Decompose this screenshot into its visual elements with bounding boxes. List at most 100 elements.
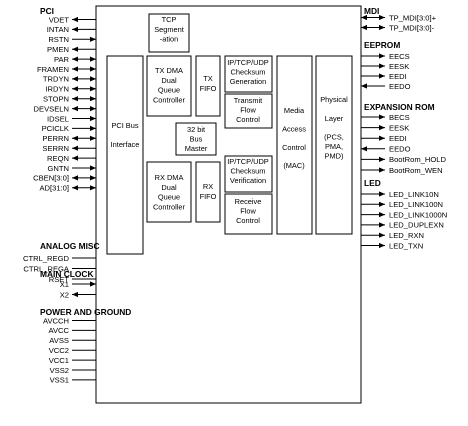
pin-label: CTRL_REGA	[23, 264, 70, 273]
arrow-left-icon	[72, 66, 78, 72]
arrow-right-icon	[379, 167, 385, 173]
tcp-seg-label: TCP	[162, 15, 177, 24]
arrow-left-icon	[72, 46, 78, 52]
arrow-left-icon	[72, 175, 78, 181]
pin-label: PAR	[54, 55, 70, 64]
mac-label: Access	[282, 124, 306, 133]
arrow-right-icon	[379, 73, 385, 79]
arrow-right-icon	[379, 191, 385, 197]
arrow-right-icon	[379, 222, 385, 228]
pin-label: AD[31:0]	[39, 184, 69, 193]
pin-label: VCC1	[49, 356, 69, 365]
pin-label: LED_LINK10N	[389, 190, 439, 199]
pin-label: GNTN	[47, 164, 69, 173]
pin-label: AVCC	[48, 326, 69, 335]
section-title-left: PCI	[40, 6, 54, 16]
arrow-right-icon	[90, 115, 96, 122]
rx-csum-label: Checksum	[231, 167, 266, 176]
tx-dma-label: Controller	[153, 95, 186, 104]
arrow-right-icon	[90, 125, 96, 131]
arrow-left-icon	[72, 16, 78, 23]
arrow-right-icon	[90, 76, 96, 82]
pin-label: DEVSELN	[34, 104, 69, 113]
arrow-right-icon	[90, 36, 96, 42]
tx-csum-label: Checksum	[231, 68, 266, 77]
arrow-right-icon	[90, 135, 96, 141]
bus-master-label: 32 bit	[187, 125, 205, 134]
arrow-left-icon	[72, 26, 78, 32]
pin-label: IRDYN	[45, 85, 69, 94]
arrow-left-icon	[361, 146, 367, 152]
pin-label: EECS	[389, 52, 410, 61]
phy-label: PMA,	[325, 142, 343, 151]
arrow-left-icon	[72, 96, 78, 102]
pin-label: AVCCH	[43, 316, 69, 325]
pin-label: TP_MDI[3:0]+	[389, 13, 437, 22]
mac-label: Media	[284, 106, 305, 115]
mac-block	[276, 55, 313, 235]
pin-label: TP_MDI[3:0]-	[389, 23, 435, 32]
tx-dma-label: Queue	[158, 86, 180, 95]
pin-label: SERRN	[42, 144, 69, 153]
mac-label: Control	[282, 143, 306, 152]
pin-label: X1	[60, 280, 69, 289]
pci-bus-label: PCI Bus	[111, 121, 138, 130]
bus-master-label: Bus	[190, 135, 203, 144]
pin-label: PERRN	[42, 134, 69, 143]
arrow-right-icon	[90, 96, 96, 102]
arrow-left-icon	[72, 291, 78, 298]
rx-fifo-block	[195, 161, 221, 223]
pin-label: VSS1	[50, 376, 69, 385]
pci-bus-label: Interface	[111, 140, 140, 149]
tx-dma-block	[146, 55, 192, 117]
arrow-left-icon	[72, 76, 78, 82]
pin-label: LED_LINK1000N	[389, 210, 447, 219]
arrow-right-icon	[379, 201, 385, 207]
mac-label: (MAC)	[283, 161, 304, 170]
arrow-right-icon	[90, 165, 96, 171]
rx-flow-label: Receive	[235, 197, 262, 206]
pin-label: LED_RXN	[389, 231, 424, 240]
section-title-right: EXPANSION ROM	[364, 102, 435, 112]
pin-label: BECS	[389, 113, 410, 122]
section-title-left: ANALOG MISC	[40, 241, 100, 251]
rx-csum-label: IP/TCP/UDP	[227, 157, 269, 166]
arrow-left-icon	[72, 56, 78, 62]
pin-label: CTRL_REGD	[23, 254, 70, 263]
pin-label: PMEN	[47, 45, 69, 54]
rx-flow-control-block	[224, 193, 273, 235]
pin-label: EESK	[389, 62, 409, 71]
pin-label: INTAN	[47, 25, 69, 34]
tcp-seg-label: -ation	[160, 35, 179, 44]
rx-dma-label: Dual	[161, 183, 177, 192]
section-title-right: MDI	[364, 6, 379, 16]
rx-csum-label: Verification	[230, 176, 266, 185]
bus-master-block	[175, 122, 217, 156]
arrow-right-icon	[379, 156, 385, 162]
arrow-left-icon	[361, 83, 367, 89]
phy-label: Physical	[320, 95, 348, 104]
pin-label: EEDI	[389, 72, 407, 81]
pin-label: AVSS	[49, 336, 69, 345]
tx-flow-label: Flow	[240, 106, 256, 115]
pin-label: VSS2	[50, 366, 69, 375]
rx-flow-label: Flow	[240, 207, 256, 216]
arrow-right-icon	[379, 63, 385, 69]
pin-label: LED_LINK100N	[389, 200, 443, 209]
pin-label: EEDO	[389, 82, 411, 91]
arrow-right-icon	[90, 281, 96, 287]
phy-label: Layer	[325, 114, 344, 123]
arrow-right-icon	[379, 242, 385, 249]
pin-label: LED_DUPLEXN	[389, 221, 444, 230]
pin-label: STOPN	[43, 95, 69, 104]
pin-label: VDET	[49, 15, 70, 24]
phy-block	[315, 55, 353, 235]
pin-label: FRAMEN	[37, 65, 69, 74]
rx-flow-label: Control	[236, 216, 260, 225]
pin-label: TRDYN	[43, 75, 69, 84]
rx-fifo-label: FIFO	[200, 192, 217, 201]
arrow-right-icon	[90, 56, 96, 62]
phy-label: (PCS,	[324, 133, 344, 142]
tx-csum-label: Generation	[230, 77, 267, 86]
